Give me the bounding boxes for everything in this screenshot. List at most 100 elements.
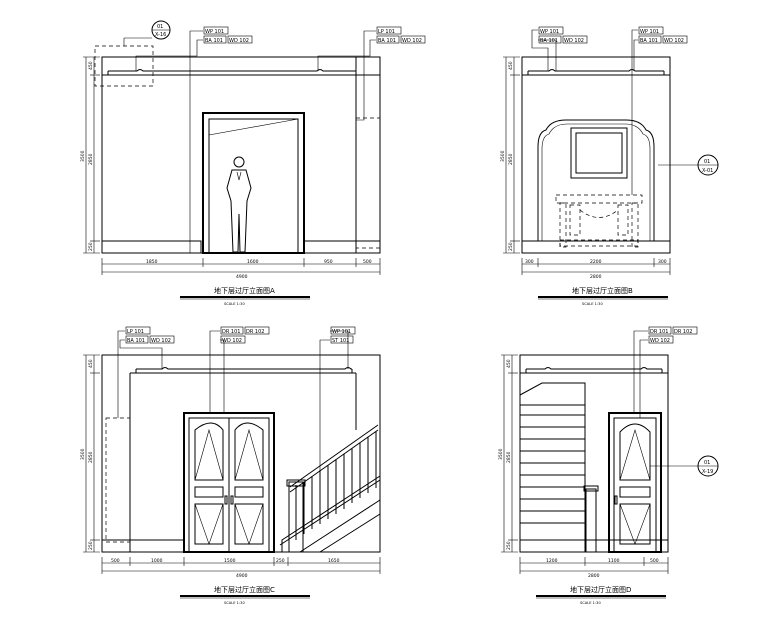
drawing-title-a: 地下层过厅立面图A SCALE 1:30 (180, 286, 310, 306)
baseboard-a-left (101, 240, 202, 254)
svg-text:WD 102: WD 102 (222, 338, 242, 344)
svg-text:500: 500 (363, 259, 372, 265)
baseboard-d (519, 539, 669, 553)
drawing-title-text: 地下层过厅立面图C (214, 585, 275, 594)
cornice-a (102, 69, 380, 76)
svg-text:4900: 4900 (236, 573, 248, 579)
svg-text:BA 101: BA 101 (540, 38, 558, 44)
svg-text:1200: 1200 (546, 558, 558, 564)
svg-text:DR 102: DR 102 (674, 329, 692, 335)
drawing-title-text: 地下层过厅立面图A (214, 286, 275, 295)
cornice-c (130, 367, 356, 374)
callout-reference: X-01 (702, 168, 713, 174)
svg-text:DR 101: DR 101 (650, 329, 668, 335)
svg-text:300: 300 (658, 259, 667, 265)
horizontal-dimensions-a: 1850 1600 950 500 4900 (101, 258, 381, 280)
svg-text:1600: 1600 (247, 259, 259, 265)
callout-number: 01 (704, 159, 710, 165)
svg-text:2200: 2200 (590, 259, 602, 265)
elevation-panel-a: 01 X-16 WP 101 BA 101 WD 102 LP 101 BA 1… (80, 20, 426, 306)
callout-bubble-d: 01 X-19 (697, 455, 719, 477)
drawing-title-text: 地下层过厅立面图D (570, 585, 631, 594)
svg-text:1100: 1100 (608, 558, 620, 564)
svg-text:1650: 1650 (328, 558, 340, 564)
door-frame-a (202, 112, 305, 254)
callout-bubble-b: 01 X-01 (697, 154, 719, 176)
svg-text:WD 102: WD 102 (564, 38, 584, 44)
svg-text:2850: 2850 (506, 451, 512, 463)
single-door-d (608, 412, 662, 553)
arched-recess-b (537, 119, 655, 241)
svg-text:450: 450 (508, 61, 514, 70)
svg-text:3500: 3500 (80, 150, 86, 162)
svg-text:WD 102: WD 102 (650, 338, 670, 344)
vertical-dimensions-d: 450 2850 250 3500 (498, 354, 518, 553)
svg-text:1000: 1000 (151, 558, 163, 564)
material-tag-b-2: BA 101 WD 102 (538, 35, 588, 44)
material-tag-b-1: WP 101 (538, 26, 564, 35)
svg-text:1500: 1500 (224, 558, 236, 564)
drawing-title-c: 地下层过厅立面图C SCALE 1:30 (180, 585, 310, 605)
svg-text:950: 950 (324, 259, 333, 265)
svg-text:BA 101: BA 101 (205, 38, 223, 44)
svg-text:WD 102: WD 102 (151, 338, 171, 344)
svg-text:250: 250 (88, 242, 94, 251)
svg-text:2850: 2850 (88, 451, 94, 463)
svg-text:450: 450 (506, 359, 512, 368)
material-tag-b-4: BA 101 WD 102 (638, 35, 688, 44)
svg-text:WD 102: WD 102 (664, 38, 684, 44)
svg-text:2850: 2850 (508, 153, 514, 165)
svg-text:500: 500 (111, 558, 120, 564)
elevation-panel-c: LP 101 BA 101 WD 102 DR 101 DR 102 WD 10… (80, 326, 381, 605)
callout-bubble-a: 01 X-16 (151, 20, 171, 40)
svg-text:WD 102: WD 102 (402, 38, 422, 44)
material-tag-c-4: WD 102 (220, 335, 246, 344)
svg-text:450: 450 (88, 61, 94, 70)
wall-outline-a (101, 56, 381, 254)
person-figure (226, 156, 252, 253)
svg-text:1850: 1850 (146, 259, 158, 265)
material-tag-a-3: LP 101 (376, 26, 402, 35)
material-tag-b-3: WP 101 (638, 26, 664, 35)
svg-text:WP 101: WP 101 (205, 29, 224, 35)
svg-text:3500: 3500 (500, 150, 506, 162)
svg-text:BA 101: BA 101 (640, 38, 658, 44)
wall-picture-frame (570, 127, 628, 179)
drawing-scale: SCALE 1:30 (224, 601, 245, 605)
svg-text:250: 250 (508, 242, 514, 251)
svg-text:ST 101: ST 101 (332, 338, 349, 344)
svg-text:250: 250 (506, 541, 512, 550)
horizontal-dimensions-b: 300 2200 300 2800 (521, 258, 671, 280)
baseboard-b (521, 240, 671, 254)
drawing-title-b: 地下层过厅立面图B SCALE 1:30 (538, 286, 668, 306)
svg-text:WP 101: WP 101 (640, 29, 659, 35)
material-tag-c-6: ST 101 (330, 335, 354, 344)
material-tag-c-1: LP 101 (125, 326, 151, 335)
detail-callout-box-a (94, 45, 154, 87)
horizontal-dimensions-d: 1200 1100 500 2800 (519, 557, 669, 579)
callout-reference: X-16 (155, 32, 166, 38)
console-table-b (555, 194, 643, 248)
drawing-title-d: 地下层过厅立面图D SCALE 1:30 (536, 585, 666, 605)
material-tag-a-2: BA 101 WD 102 (203, 35, 253, 44)
svg-text:2800: 2800 (588, 573, 600, 579)
svg-text:BA 101: BA 101 (127, 338, 145, 344)
baseboard-a-right (303, 240, 381, 254)
staircase-c (279, 424, 381, 553)
drawing-scale: SCALE 1:30 (224, 302, 245, 306)
vertical-dimensions-c: 450 2850 250 3500 (80, 354, 100, 553)
wall-outline-d (519, 354, 669, 553)
material-tag-d-2: WD 102 (648, 335, 674, 344)
stair-side-view-d (519, 382, 599, 553)
svg-text:DR 101: DR 101 (222, 329, 240, 335)
material-tag-c-3: DR 101 DR 102 (220, 326, 270, 335)
svg-text:BA 101: BA 101 (378, 38, 396, 44)
drawing-scale: SCALE 1:30 (582, 302, 603, 306)
svg-text:LP 101: LP 101 (378, 29, 395, 35)
svg-text:2850: 2850 (88, 153, 94, 165)
svg-text:300: 300 (525, 259, 534, 265)
vertical-dimensions-a: 450 2850 250 3500 (80, 56, 100, 254)
material-tag-a-4: BA 101 WD 102 (376, 35, 426, 44)
vertical-dimensions-b: 450 2850 250 3500 (500, 56, 520, 254)
